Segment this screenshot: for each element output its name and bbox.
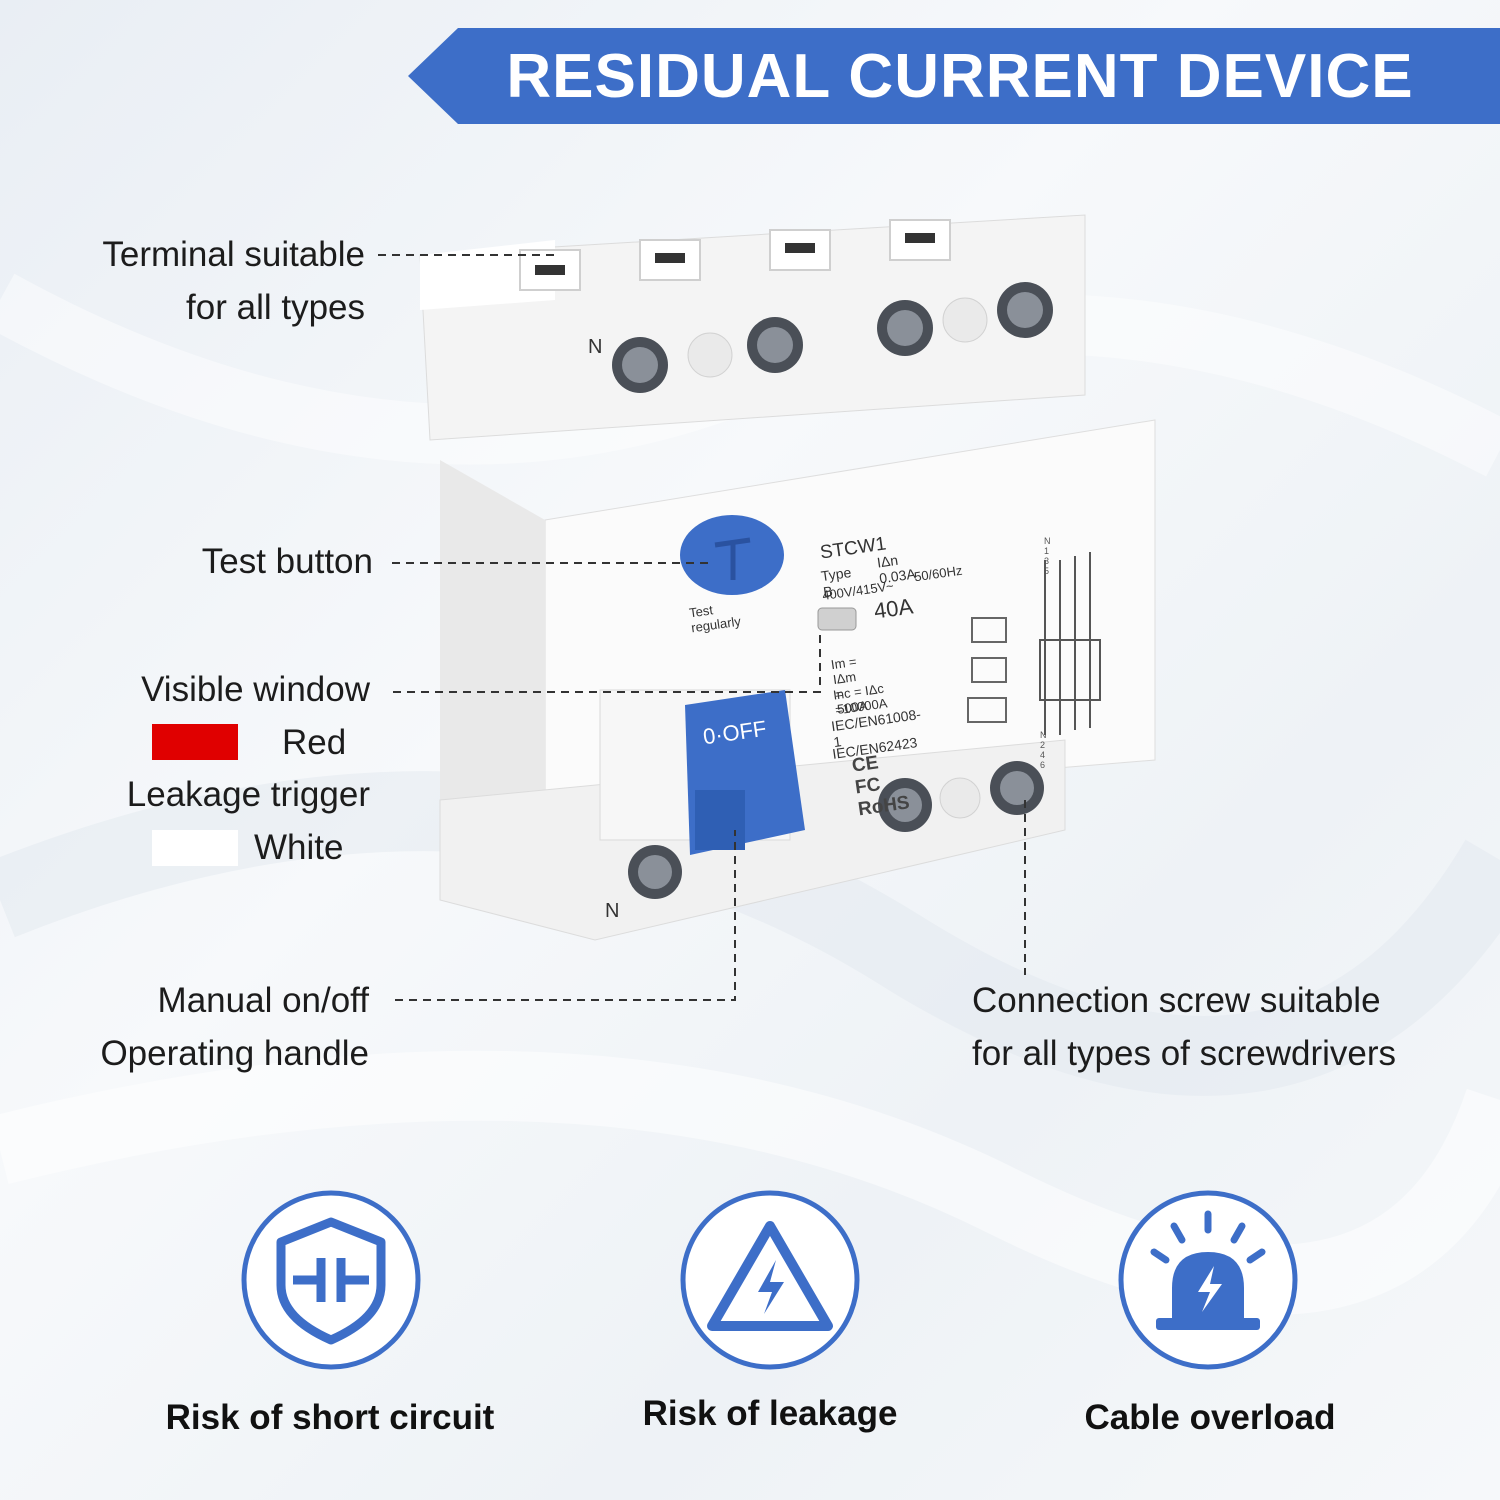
callout-manual-line1: Manual on/off xyxy=(157,981,369,1020)
risk-label-leakage: Risk of leakage xyxy=(642,1394,898,1433)
red-swatch xyxy=(152,724,238,760)
callout-red: Red xyxy=(282,723,347,762)
callout-connection-line1: Connection screw suitable xyxy=(972,981,1381,1020)
warning-bolt-icon xyxy=(680,1190,860,1370)
device-rating: 40A xyxy=(872,593,915,624)
callout-leakage-trigger: Leakage trigger xyxy=(126,775,370,814)
diagram-top-label: N 1 3 5 xyxy=(1044,536,1051,576)
callout-white: White xyxy=(254,828,344,867)
callout-terminal-line2: for all types xyxy=(186,288,365,327)
callout-manual-line2: Operating handle xyxy=(100,1034,369,1073)
neutral-label-top: N xyxy=(588,336,603,358)
white-swatch xyxy=(152,830,238,866)
callout-visible-window: Visible window xyxy=(141,670,370,709)
risk-label-short-circuit: Risk of short circuit xyxy=(165,1398,495,1437)
callout-terminal-line1: Terminal suitable xyxy=(102,235,365,274)
title-banner xyxy=(408,28,1500,124)
diagram-bottom-label: N 2 4 6 xyxy=(1040,730,1047,770)
risk-label-cable-overload: Cable overload xyxy=(1084,1398,1336,1437)
device-marks: CE FC RoHS xyxy=(850,752,911,821)
page-title: RESIDUAL CURRENT DEVICE xyxy=(506,41,1414,111)
callout-connection-line2: for all types of screwdrivers xyxy=(972,1034,1397,1073)
neutral-label-bottom: N xyxy=(605,900,620,922)
callout-test-button: Test button xyxy=(201,542,373,581)
shield-icon xyxy=(241,1190,421,1370)
alarm-bolt-icon xyxy=(1118,1190,1298,1370)
